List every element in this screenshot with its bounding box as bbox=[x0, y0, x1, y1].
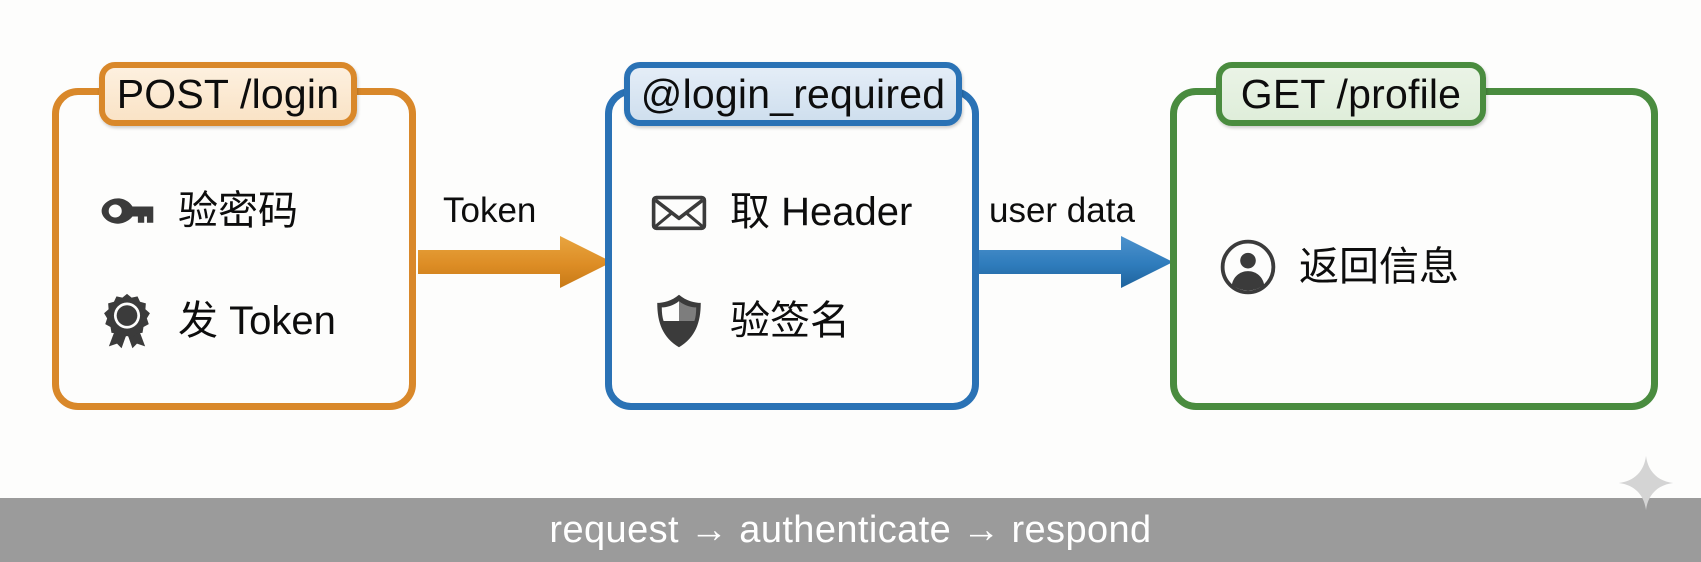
user-circle-icon bbox=[1219, 238, 1277, 296]
key-icon bbox=[98, 182, 156, 240]
award-badge-icon bbox=[98, 292, 156, 350]
token-arrow bbox=[418, 234, 614, 295]
card-get-profile-header-label: GET /profile bbox=[1240, 70, 1462, 117]
shield-icon bbox=[650, 292, 708, 350]
card-login-required-row-1-label: 取 Header bbox=[730, 190, 913, 234]
card-login-required-row-2-label: 验签名 bbox=[730, 299, 850, 343]
card-login-required-row-2[interactable]: 验签名 bbox=[650, 292, 850, 350]
envelope-icon bbox=[650, 183, 708, 241]
card-get-profile-header[interactable]: GET /profile bbox=[1216, 62, 1486, 126]
caption-text: request → authenticate → respond bbox=[549, 508, 1152, 551]
card-post-login-header-label: POST /login bbox=[116, 70, 340, 117]
card-post-login-row-1-label: 验密码 bbox=[178, 189, 298, 233]
card-get-profile-row-1-label: 返回信息 bbox=[1299, 245, 1459, 289]
card-post-login-row-2[interactable]: 发 Token bbox=[98, 292, 336, 350]
card-login-required-row-1[interactable]: 取 Header bbox=[650, 183, 912, 241]
card-post-login[interactable] bbox=[52, 88, 416, 410]
caption-bar: request → authenticate → respond bbox=[0, 498, 1701, 562]
token-arrow-label: Token bbox=[443, 191, 537, 230]
card-post-login-row-1[interactable]: 验密码 bbox=[98, 182, 298, 240]
card-get-profile-row-1[interactable]: 返回信息 bbox=[1219, 238, 1459, 296]
card-login-required-header-label: @login_required bbox=[640, 70, 946, 117]
card-login-required-header[interactable]: @login_required bbox=[624, 62, 962, 126]
card-login-required[interactable] bbox=[605, 88, 979, 410]
card-post-login-row-2-label: 发 Token bbox=[178, 299, 336, 343]
user-data-arrow bbox=[979, 234, 1175, 295]
user-data-arrow-label: user data bbox=[989, 191, 1135, 230]
card-post-login-header[interactable]: POST /login bbox=[99, 62, 357, 126]
